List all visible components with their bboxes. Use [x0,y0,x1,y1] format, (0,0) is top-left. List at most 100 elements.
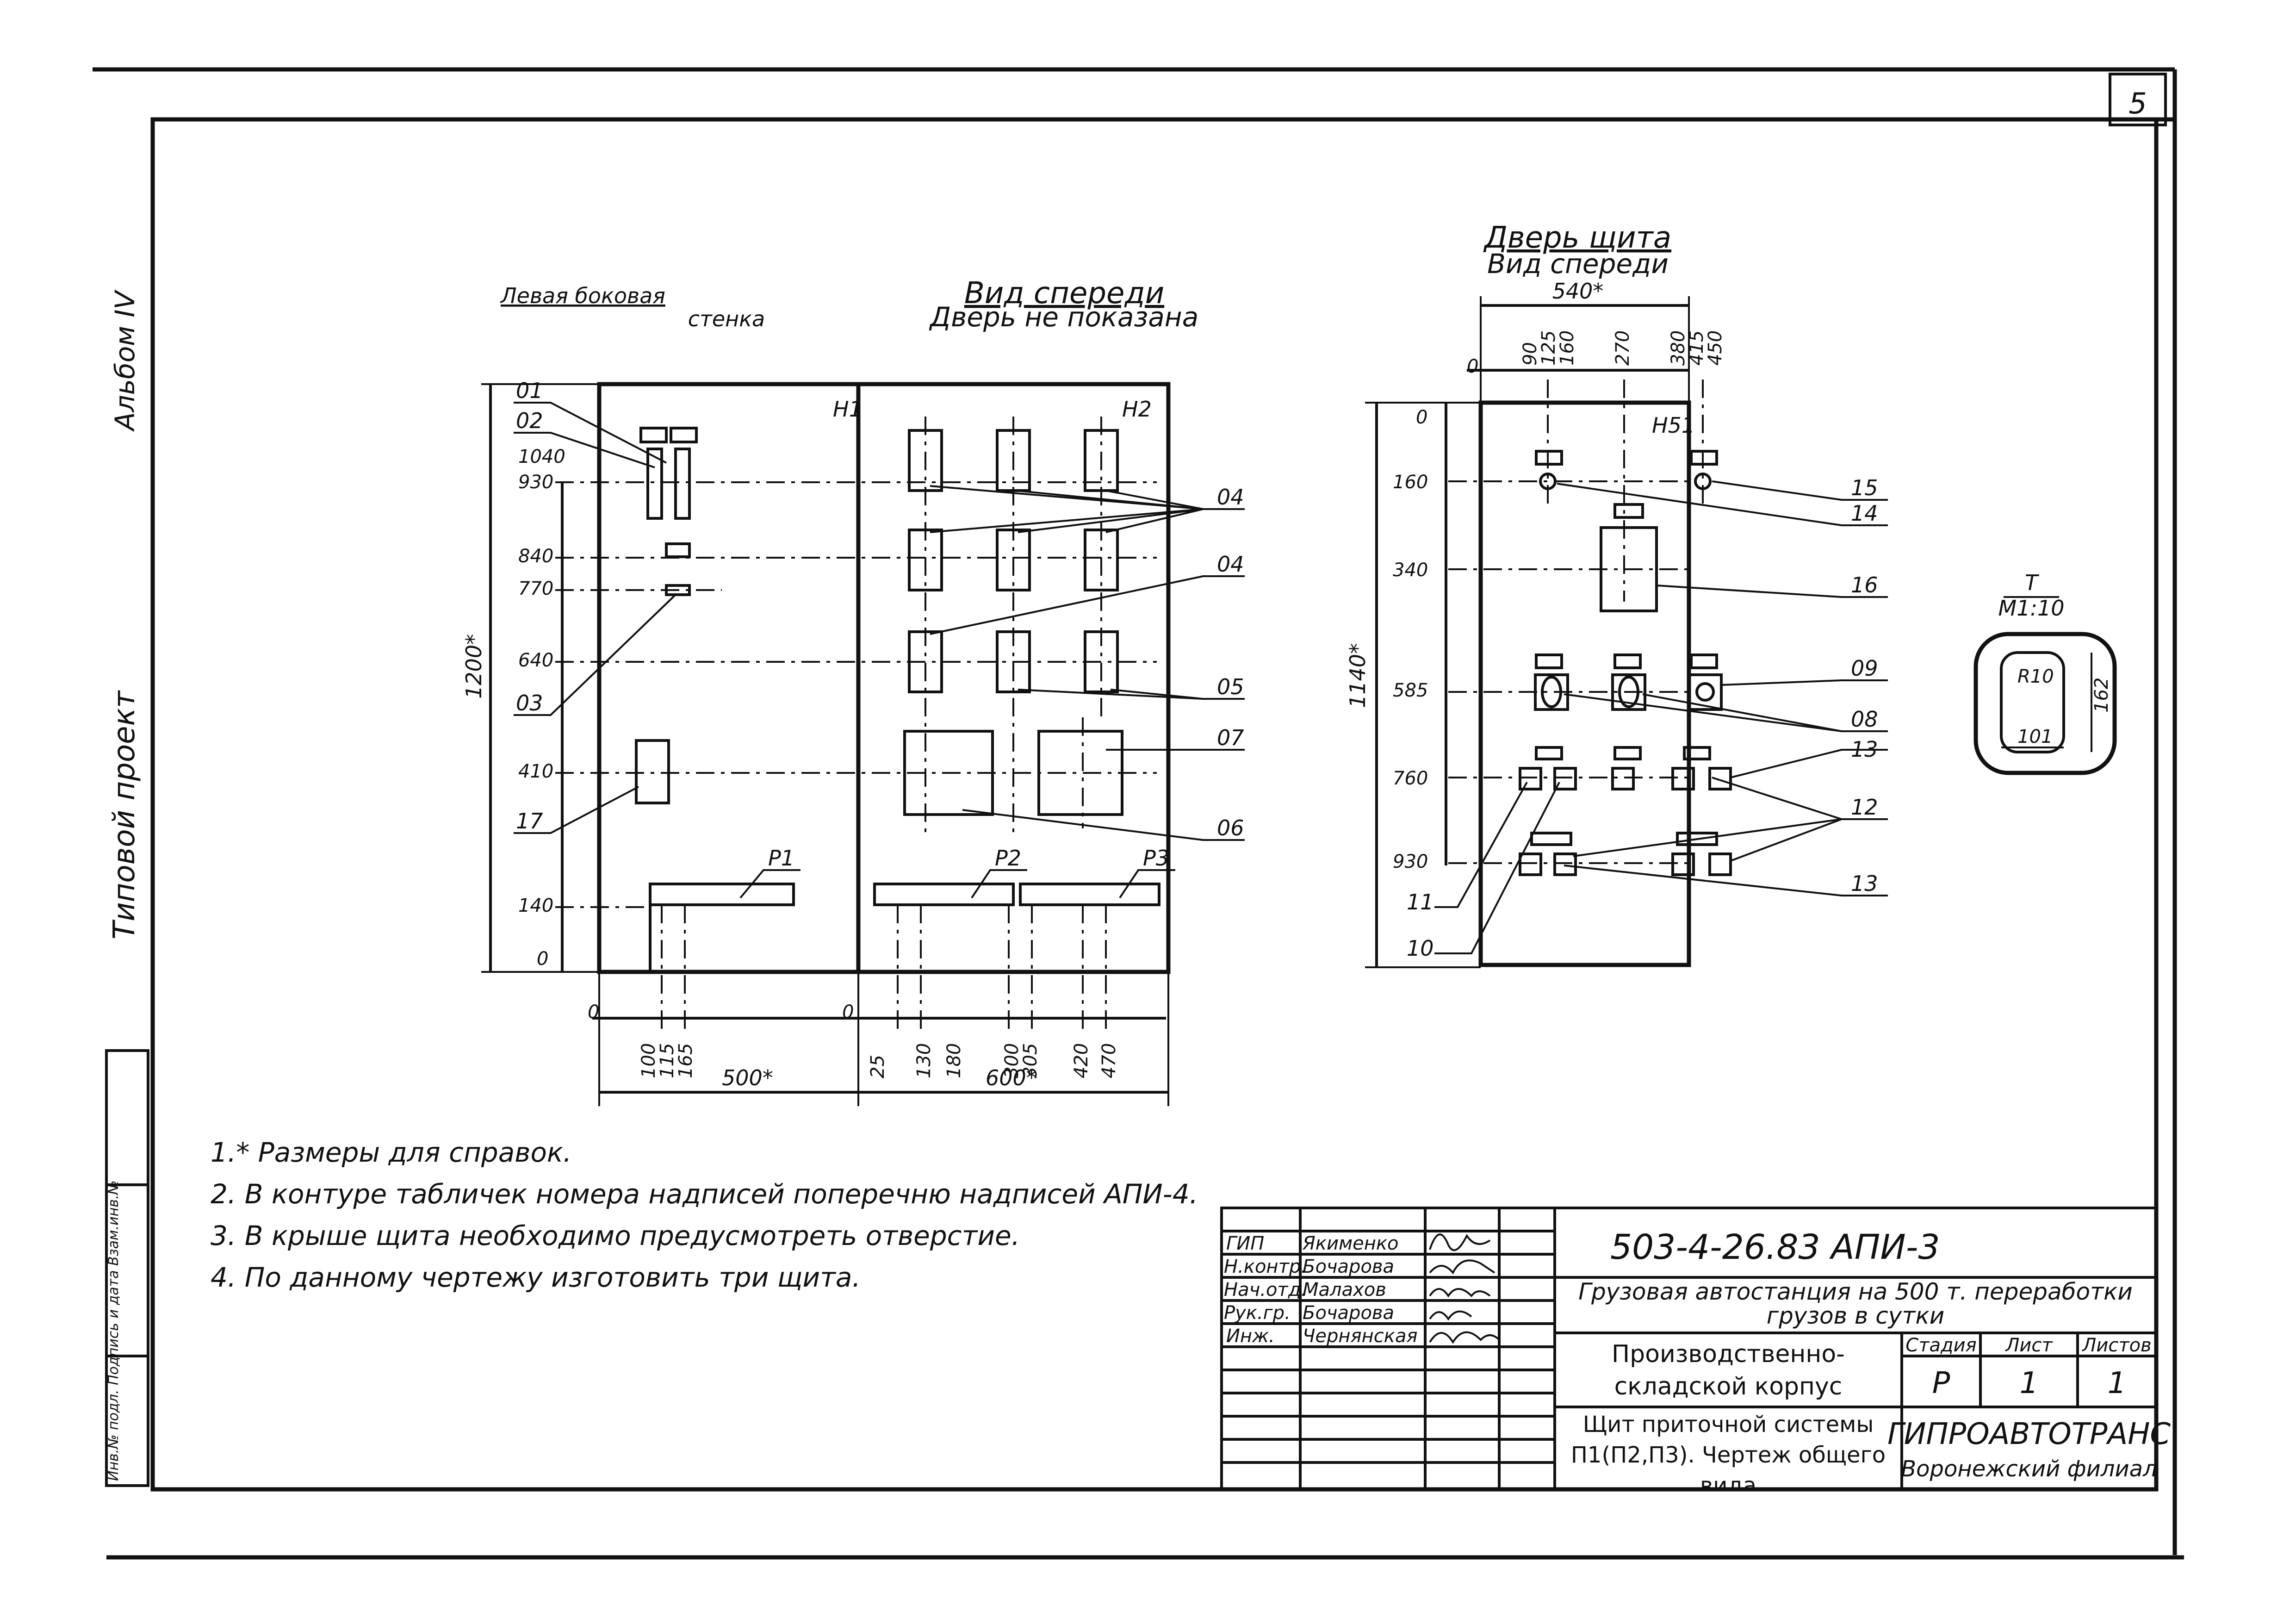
button [1671,767,1695,790]
title-block-roles: ГИП Якименко Н.контр. Бочарова Нач.отд. … [1224,1233,1418,1347]
note-1: 1.* Размеры для справок. [211,1137,571,1168]
callout-02: 02 [516,408,543,433]
detail-scale: М1:10 [1998,596,2065,621]
dim-420: 420 [1071,1043,1092,1078]
door-view-subtitle: Вид спереди [1487,248,1669,280]
leaders-left [514,402,1245,899]
dim-115: 115 [657,1043,678,1078]
callout-01: 01 [516,378,543,403]
project-cell: Грузовая автостанция на 500 т. переработ… [1578,1280,2133,1328]
label-plate [1676,832,1718,846]
door-total-height: 1140* [1345,643,1370,708]
stage-label: Стадия [1905,1335,1976,1356]
detail-outline [1973,632,2117,775]
dim-380: 380 [1668,330,1689,366]
detail-radius: R10 [2017,666,2054,687]
button-face [1695,682,1715,702]
button [1671,852,1695,876]
dim-305: 305 [1020,1043,1041,1078]
switch-08b [1611,673,1646,711]
callout-04a: 04 [1217,485,1244,510]
panel-h1: Н1 [833,397,863,422]
device-02 [646,448,663,520]
button [1708,852,1732,876]
left-width: 500* [722,1065,773,1090]
callout-05: 05 [1217,674,1244,699]
left-bottom-zero: 0 [588,1002,599,1023]
label-plate [665,542,691,558]
device-02b [674,448,691,520]
dim-100: 100 [638,1043,659,1078]
callout-p2: Р2 [995,846,1021,871]
door-dim-585: 585 [1393,680,1428,701]
left-view-subtitle: стенка [688,306,765,331]
label-plate [639,427,668,443]
door-width: 540* [1552,279,1604,304]
dim-410: 410 [518,761,553,782]
album-label: Альбом IV [109,289,141,432]
callout-10: 10 [1407,936,1434,961]
dim-770: 770 [518,578,553,599]
button-09 [1688,673,1723,711]
left-view-title: Левая боковая [500,283,665,308]
note-2: 2. В контуре табличек номера надписей по… [211,1178,1198,1210]
drawing-frame [150,117,2159,1492]
dim-25: 25 [867,1055,888,1078]
callout-09: 09 [1851,656,1878,681]
button [1553,852,1577,876]
role-3: Рук.гр. [1224,1302,1291,1324]
callout-p3: Р3 [1143,846,1169,871]
button [1553,767,1577,790]
dim-125: 125 [1538,330,1559,366]
project-type-label: Типовой проект [107,690,142,940]
dim-90: 90 [1520,342,1541,366]
name-3: Бочарова [1303,1302,1394,1324]
sheet-value: 1 [2020,1366,2039,1400]
building-name: Производственно-складской корпус [1612,1340,1845,1400]
signatures [1429,1233,1500,1344]
door-components [1519,450,1732,876]
dim-0: 0 [537,948,548,970]
callout-12: 12 [1851,795,1878,820]
sheet-name: Щит приточной системы П1(П2,П3). Чертеж … [1570,1412,1886,1488]
total-height: 1200* [461,634,486,699]
cabinet-outline [597,382,1171,974]
callout-p1: Р1 [768,846,794,871]
device-17 [635,739,670,804]
org-name: ГИПРОАВТОТРАНС [1887,1417,2171,1451]
name-0: Якименко [1302,1233,1399,1254]
device-03 [665,584,691,596]
switch-knob [1618,676,1639,708]
door-leaders [1434,480,1888,954]
note-3: 3. В крыше щита необходимо предусмотреть… [211,1220,1020,1251]
role-4: Инж. [1226,1325,1275,1347]
dim-130: 130 [913,1043,935,1078]
door-dim-930: 930 [1393,851,1428,872]
label-plate [1535,653,1563,669]
branch-name: Воронежский филиал [1901,1456,2157,1482]
dim-930: 930 [518,472,553,493]
label-plate [1683,746,1711,760]
callout-13b: 13 [1851,871,1878,896]
page-number: 5 [2128,87,2147,120]
doc-code: 503-4-26.83 АПИ-3 [1610,1227,1940,1267]
callout-08: 08 [1851,707,1878,732]
margin-stamp-box [105,1049,149,1487]
switch-knob [1541,676,1562,708]
name-1: Бочарова [1303,1256,1394,1277]
button [1611,767,1635,790]
callout-11: 11 [1407,890,1434,915]
signature-2 [1429,1288,1491,1298]
label-plate [1613,746,1642,760]
label-plate [1690,450,1718,466]
sheet-name-cell: Щит приточной системы П1(П2,П3). Чертеж … [1570,1412,1886,1488]
panel-h2: Н2 [1122,397,1152,422]
callout-16: 16 [1851,572,1878,597]
front-width: 600* [986,1065,1037,1090]
door-callouts: 15 14 16 09 08 13 12 13 11 10 [1407,475,1878,961]
dim-640: 640 [518,650,553,671]
signature-1 [1429,1259,1496,1275]
label-plate [1535,450,1563,466]
door-dim-0: 0 [1416,407,1427,428]
